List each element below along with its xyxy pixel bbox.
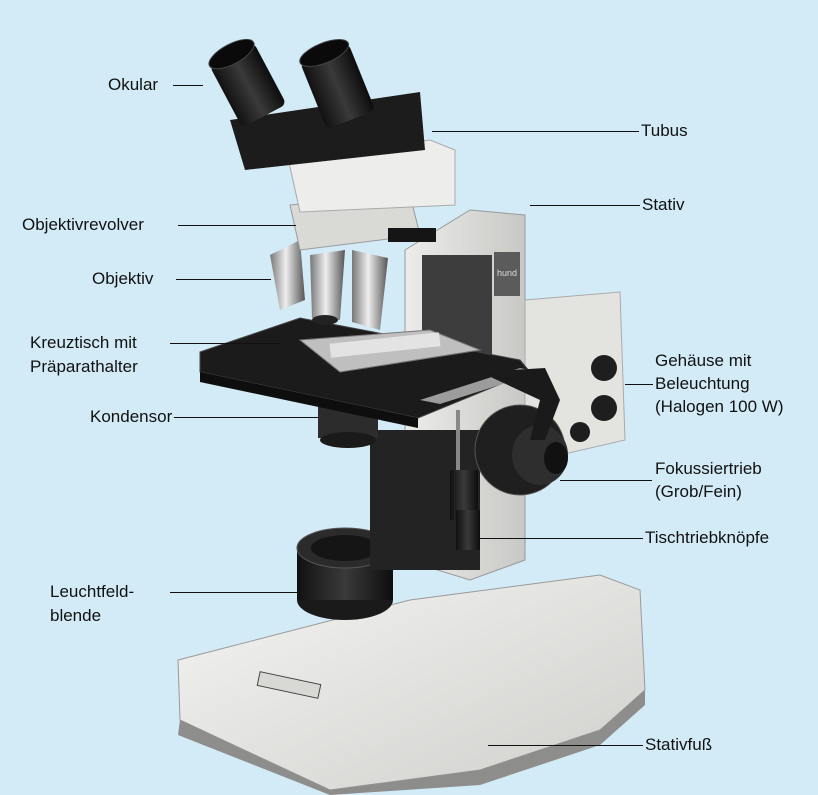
leader-fokus (560, 480, 652, 481)
leader-stativfuss (488, 745, 643, 746)
label-gehaeuse-line2: Beleuchtung (655, 373, 750, 394)
label-objektiv: Objektiv (92, 268, 153, 289)
label-gehaeuse-line1: Gehäuse mit (655, 350, 751, 371)
stand-base (178, 575, 645, 795)
label-leuchtfeld-line2: blende (50, 605, 101, 626)
leader-tischtrieb (478, 538, 643, 539)
leader-tubus (432, 131, 639, 132)
label-fokus-line2: (Grob/Fein) (655, 481, 742, 502)
leader-leuchtfeld (170, 592, 298, 593)
label-kreuztisch-line2: Präparathalter (30, 356, 138, 377)
brand-text: hund (497, 268, 517, 278)
leader-kreuztisch (170, 343, 280, 344)
label-fokus-line1: Fokussiertrieb (655, 458, 762, 479)
label-tischtrieb: Tischtriebknöpfe (645, 527, 769, 548)
leader-objektiv (176, 279, 271, 280)
leader-objektivrevolver (178, 225, 296, 226)
leader-okular (173, 85, 203, 86)
label-tubus: Tubus (641, 120, 688, 141)
label-objektivrevolver: Objektivrevolver (22, 214, 144, 235)
label-stativfuss: Stativfuß (645, 734, 712, 755)
label-gehaeuse-line3: (Halogen 100 W) (655, 396, 784, 417)
label-leuchtfeld-line1: Leuchtfeld- (50, 581, 134, 602)
label-kondensor: Kondensor (90, 406, 172, 427)
leader-stativ (530, 205, 640, 206)
leader-gehaeuse (625, 384, 653, 385)
objectives (270, 240, 388, 330)
leader-kondensor (174, 417, 319, 418)
label-kreuztisch-line1: Kreuztisch mit (30, 332, 137, 353)
label-stativ: Stativ (642, 194, 685, 215)
label-okular: Okular (108, 74, 158, 95)
